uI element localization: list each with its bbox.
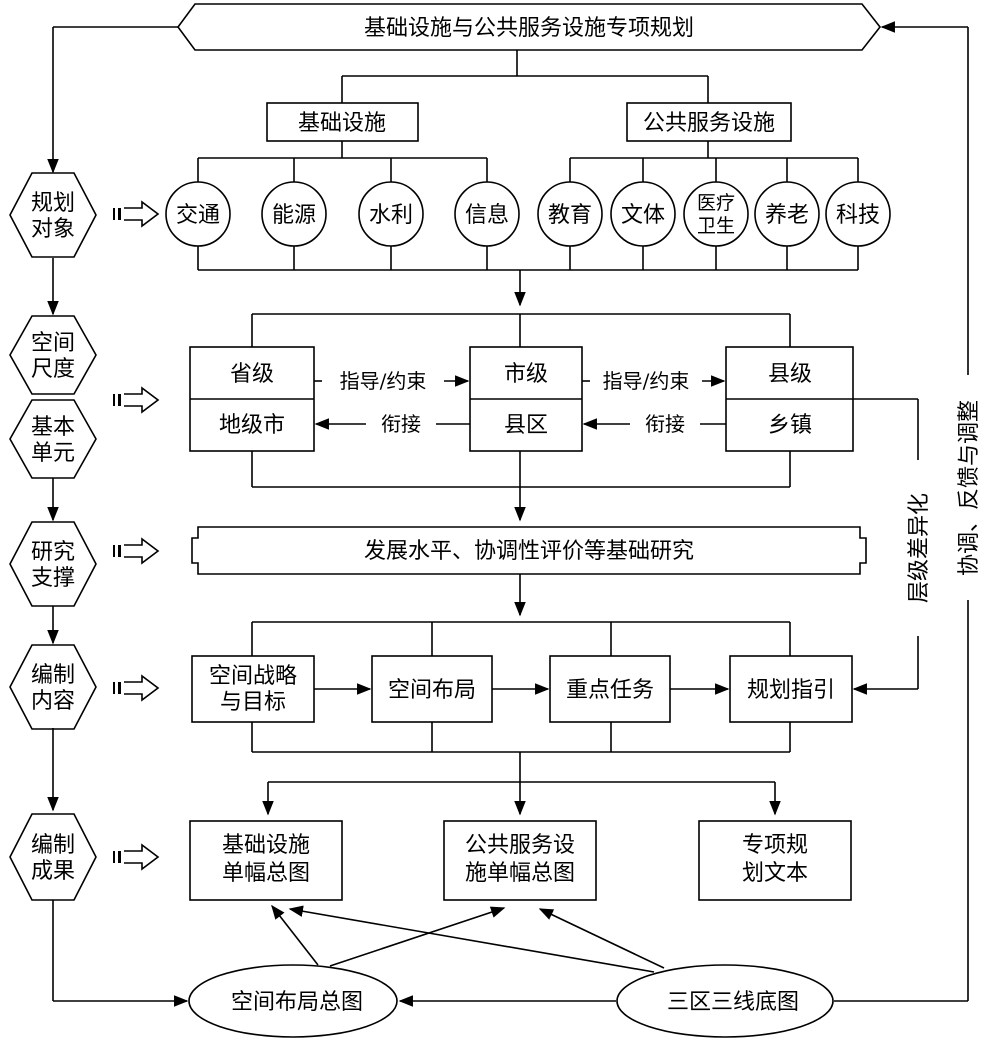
step-label: 单元 bbox=[31, 441, 75, 466]
three-zone-ellipse bbox=[616, 964, 834, 1038]
step-label: 规划 bbox=[31, 191, 75, 216]
content-label: 空间布局 bbox=[388, 678, 476, 703]
page-title: 基础设施与公共服务设施专项规划 bbox=[364, 16, 694, 41]
result-label: 划文本 bbox=[742, 861, 808, 886]
feedback-label: 协调、反馈与调整 bbox=[957, 400, 982, 576]
public-map-box bbox=[443, 820, 597, 901]
hollow-arrow-icon bbox=[124, 386, 160, 414]
hollow-arrow-icon bbox=[124, 843, 160, 871]
research-label: 发展水平、协调性评价等基础研究 bbox=[364, 539, 694, 564]
content-label: 重点任务 bbox=[566, 678, 654, 703]
hollow-arrow-icon bbox=[124, 537, 160, 565]
result-label: 专项规 bbox=[742, 833, 808, 858]
step-label: 编制 bbox=[31, 663, 75, 688]
differentiation-label: 层级差异化 bbox=[907, 493, 932, 603]
step-label: 成果 bbox=[31, 859, 75, 884]
three-zone-label: 三区三线底图 bbox=[667, 990, 799, 1015]
step-hex-content bbox=[9, 644, 97, 730]
hollow-arrow-icon bbox=[124, 200, 160, 228]
step-label: 支撑 bbox=[31, 566, 75, 591]
infra-map-box bbox=[189, 820, 343, 901]
result-label: 基础设施 bbox=[222, 833, 310, 858]
result-label: 公共服务设 bbox=[465, 833, 575, 858]
layout-map-label: 空间布局总图 bbox=[231, 990, 363, 1015]
level-prefecture: 地级市 bbox=[219, 413, 285, 438]
step-hex-scale bbox=[9, 315, 97, 395]
facility-label: 医疗 bbox=[697, 192, 735, 214]
facility-label: 水利 bbox=[369, 203, 413, 228]
step-label: 研究 bbox=[31, 540, 75, 565]
guide-label: 指导/约束 bbox=[340, 369, 427, 393]
link-label: 衔接 bbox=[645, 412, 685, 436]
facility-label: 养老 bbox=[765, 203, 809, 228]
infrastructure-label: 基础设施 bbox=[298, 111, 386, 136]
guide-label: 指导/约束 bbox=[603, 369, 690, 393]
step-hex-research bbox=[9, 521, 97, 607]
step-label: 空间 bbox=[31, 331, 75, 356]
level-district: 县区 bbox=[504, 413, 548, 438]
facility-label: 科技 bbox=[836, 203, 880, 228]
link-label: 衔接 bbox=[381, 412, 421, 436]
public-service-label: 公共服务设施 bbox=[643, 111, 775, 136]
step-label: 尺度 bbox=[31, 357, 75, 382]
step-hex-unit bbox=[9, 399, 97, 479]
content-label: 规划指引 bbox=[747, 678, 835, 703]
facility-label: 文体 bbox=[621, 203, 665, 228]
facility-label: 教育 bbox=[548, 203, 592, 228]
content-label: 空间战略 bbox=[209, 664, 297, 689]
step-hex-object bbox=[9, 172, 97, 258]
level-province: 省级 bbox=[230, 362, 274, 387]
level-county: 县级 bbox=[768, 362, 812, 387]
step-label: 基本 bbox=[31, 415, 75, 440]
public-service-box bbox=[626, 102, 792, 142]
step-hex-result bbox=[9, 813, 97, 901]
facility-label: 信息 bbox=[465, 203, 509, 228]
step-label: 编制 bbox=[31, 833, 75, 858]
layout-map-ellipse bbox=[188, 964, 398, 1038]
research-banner bbox=[191, 526, 867, 575]
facility-label: 卫生 bbox=[697, 215, 735, 237]
step-label: 对象 bbox=[31, 217, 75, 242]
content-label: 与目标 bbox=[220, 690, 286, 715]
level-town: 乡镇 bbox=[768, 413, 812, 438]
facility-label: 能源 bbox=[272, 203, 316, 228]
plan-text-box bbox=[698, 820, 852, 901]
result-label: 单幅总图 bbox=[222, 861, 310, 886]
hollow-arrow-icon bbox=[124, 674, 160, 702]
step-label: 内容 bbox=[31, 689, 75, 714]
guidance-box bbox=[729, 655, 853, 723]
level-city: 市级 bbox=[504, 362, 548, 387]
result-label: 施单幅总图 bbox=[465, 861, 575, 886]
facility-label: 交通 bbox=[176, 203, 220, 228]
